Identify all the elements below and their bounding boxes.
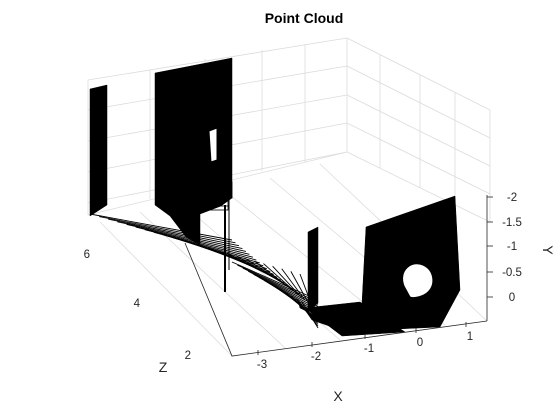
right-wall-points (361, 195, 461, 331)
z-tick-label: 4 (134, 298, 141, 310)
floor-ray (263, 263, 299, 295)
chart-title: Point Cloud (265, 10, 344, 26)
y-tick-label: -0.5 (502, 267, 522, 279)
x-tick-label: 1 (467, 331, 473, 343)
axes-lines (184, 195, 488, 357)
grid-line (346, 37, 491, 111)
y-tick-label: -1.5 (502, 217, 522, 229)
x-tick-label: -1 (364, 343, 374, 355)
floor-rays (89, 213, 319, 329)
floor-ray (99, 216, 236, 244)
y-tick-label: -2 (507, 192, 517, 204)
z-tick-label: 2 (185, 350, 191, 362)
floor-ray (117, 221, 243, 250)
x-tick-label: 0 (417, 337, 423, 349)
x-axis-ticks: -3 -2 -1 0 1 (257, 322, 473, 371)
floor-ray (231, 261, 319, 301)
floor-ray (89, 213, 233, 241)
pole-points (307, 226, 319, 313)
grid-line (346, 151, 491, 223)
floor-ray (108, 218, 240, 247)
grid-line (346, 65, 491, 139)
floor-ray (242, 267, 319, 305)
y-tick-label: -1 (507, 241, 517, 253)
grid-line (87, 37, 348, 81)
x-tick-label: -3 (257, 359, 267, 371)
right-wall-opening (402, 263, 434, 299)
grid-line (99, 221, 233, 357)
grid-line (346, 94, 491, 167)
back-wall-points (154, 57, 233, 246)
grid-line (346, 122, 491, 195)
x-axis-label: X (333, 388, 343, 404)
z-axis-label: Z (159, 359, 168, 375)
z-tick-label: 6 (84, 249, 90, 261)
floor-ray (247, 270, 319, 307)
z-axis-ticks: 2 4 6 (84, 249, 191, 362)
left-wall-points (89, 84, 108, 217)
y-axis-ticks: -2 -1.5 -1 -0.5 0 (487, 192, 522, 304)
y-axis-label: Y (540, 245, 556, 255)
point-cloud (89, 57, 461, 337)
y-tick-label: 0 (509, 292, 515, 304)
back-wall-gap (208, 127, 218, 163)
floor-ray (281, 268, 306, 301)
floor-ray (237, 264, 319, 303)
floor-ray (126, 223, 247, 252)
x-tick-label: -2 (311, 351, 321, 363)
door-frame-points (197, 181, 233, 292)
